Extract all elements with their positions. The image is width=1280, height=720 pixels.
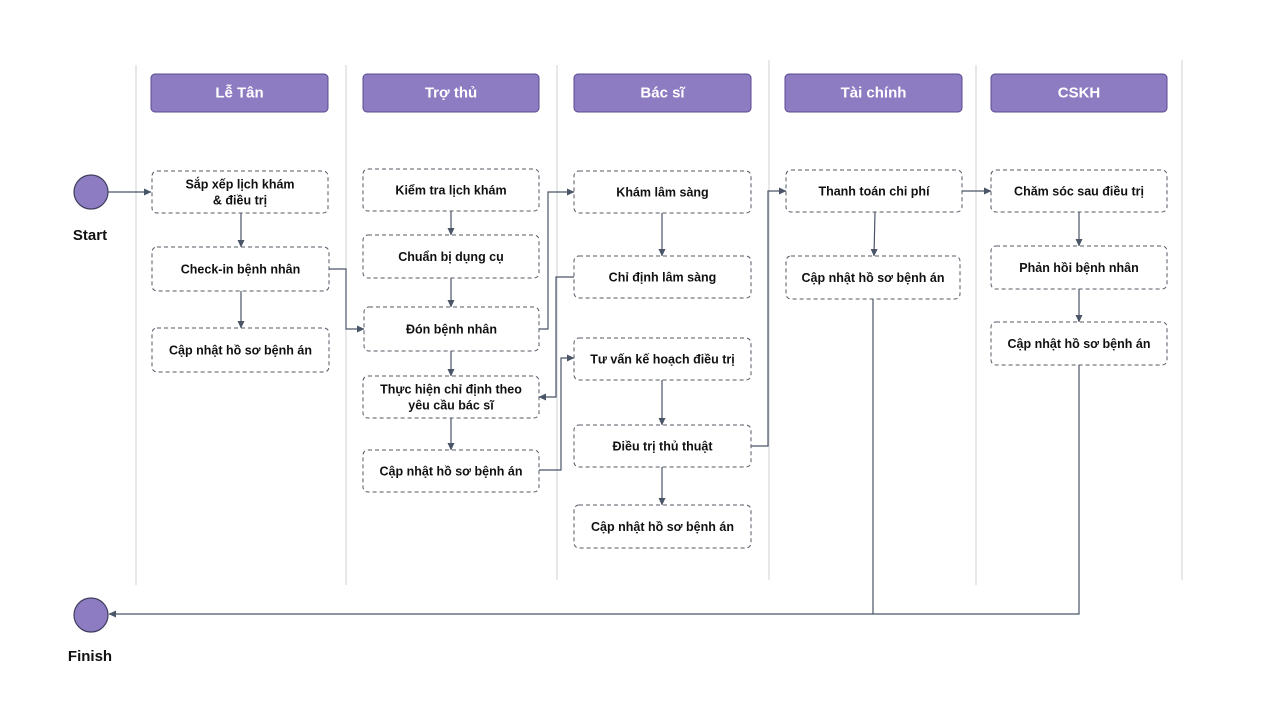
task-label: Thanh toán chi phí: [818, 185, 930, 199]
lane-header-trothu: Trợ thủ: [362, 73, 540, 113]
task-label: Cập nhật hồ sơ bệnh án: [802, 271, 945, 285]
task-label: Tư vấn kế hoạch điều trị: [590, 353, 735, 367]
finish-label: Finish: [68, 648, 112, 665]
task-label: Cập nhật hồ sơ bệnh án: [591, 520, 734, 534]
task-label: Điều trị thủ thuật: [613, 440, 714, 454]
lane-header-bacsi: Bác sĩ: [573, 73, 752, 113]
task-tu-van-ke-hoach: Tư vấn kế hoạch điều trị: [573, 337, 752, 381]
task-label: yêu cầu bác sĩ: [408, 399, 495, 413]
task-sap-xep-lich-kham: Sắp xếp lịch khám & điều trị: [151, 170, 329, 214]
task-label: Chuẩn bị dụng cụ: [398, 250, 504, 264]
task-label: Chăm sóc sau điều trị: [1014, 185, 1144, 199]
task-cham-soc-sau-dieu-tri: Chăm sóc sau điều trị: [990, 169, 1168, 213]
finish-node: [73, 597, 109, 633]
lane-header-label: Lễ Tân: [215, 85, 263, 102]
lane-header-letan: Lễ Tân: [150, 73, 329, 113]
edge-ck3-to-finish: [873, 365, 1080, 615]
task-cap-nhat-ho-so-letan: Cập nhật hồ sơ bệnh án: [151, 327, 330, 373]
task-label: Chỉ định lâm sàng: [609, 271, 717, 285]
task-label: & điều trị: [213, 194, 267, 208]
lane-header-label: Tài chính: [841, 85, 907, 102]
task-cap-nhat-ho-so-trothu: Cập nhật hồ sơ bệnh án: [362, 449, 540, 493]
task-label: Khám lâm sàng: [616, 186, 708, 200]
task-cap-nhat-ho-so-bacsi: Cập nhật hồ sơ bệnh án: [573, 504, 752, 549]
task-kham-lam-sang: Khám lâm sàng: [573, 170, 752, 214]
task-dieu-tri-thu-thuat: Điều trị thủ thuật: [573, 424, 752, 468]
task-label: Check-in bệnh nhân: [181, 263, 300, 277]
task-label: Đón bệnh nhân: [406, 323, 497, 337]
task-cap-nhat-ho-so-taichinh: Cập nhật hồ sơ bệnh án: [785, 255, 961, 300]
lane-header-label: Trợ thủ: [425, 85, 477, 102]
task-label: Cập nhật hồ sơ bệnh án: [380, 465, 523, 479]
start-label: Start: [73, 227, 107, 244]
lane-headers: Lễ Tân Trợ thủ Bác sĩ Tài chính CSKH: [150, 73, 1168, 113]
task-don-benh-nhan: Đón bệnh nhân: [363, 306, 540, 352]
task-thuc-hien-chi-dinh: Thực hiện chỉ định theo yêu cầu bác sĩ: [362, 375, 540, 419]
task-label: Sắp xếp lịch khám: [185, 177, 294, 192]
task-check-in-benh-nhan: Check-in bệnh nhân: [151, 246, 330, 292]
task-kiem-tra-lich-kham: Kiểm tra lịch khám: [362, 168, 540, 212]
task-chuan-bi-dung-cu: Chuẩn bị dụng cụ: [362, 234, 540, 279]
edge-tt3-to-bs1: [539, 188, 575, 330]
edge-tc1-to-tc2: [870, 211, 878, 257]
edge-bs2-to-tt4: [538, 276, 574, 401]
lane-header-cskh: CSKH: [990, 73, 1168, 113]
task-label: Cập nhật hồ sơ bệnh án: [169, 344, 312, 358]
task-label: Phản hồi bệnh nhân: [1019, 261, 1138, 275]
task-chi-dinh-lam-sang: Chỉ định lâm sàng: [573, 255, 752, 299]
edge-bs4-to-tc1: [751, 187, 787, 447]
task-label: Thực hiện chỉ định theo: [380, 383, 522, 397]
edge-lt2-to-tt3: [329, 268, 365, 333]
edges: [108, 187, 1083, 618]
task-thanh-toan-chi-phi: Thanh toán chi phí: [785, 169, 963, 213]
start-node: [73, 174, 109, 210]
task-cap-nhat-ho-so-cskh: Cập nhật hồ sơ bệnh án: [990, 321, 1168, 366]
lane-header-label: Bác sĩ: [640, 85, 685, 102]
task-label: Cập nhật hồ sơ bệnh án: [1008, 337, 1151, 351]
lane-separators: [135, 60, 1183, 585]
task-label: Kiểm tra lịch khám: [395, 184, 506, 198]
lane-header-label: CSKH: [1058, 85, 1101, 102]
lane-header-taichinh: Tài chính: [784, 73, 963, 113]
task-phan-hoi-benh-nhan: Phản hồi bệnh nhân: [990, 245, 1168, 290]
edge-tt5-to-bs3: [539, 354, 575, 471]
